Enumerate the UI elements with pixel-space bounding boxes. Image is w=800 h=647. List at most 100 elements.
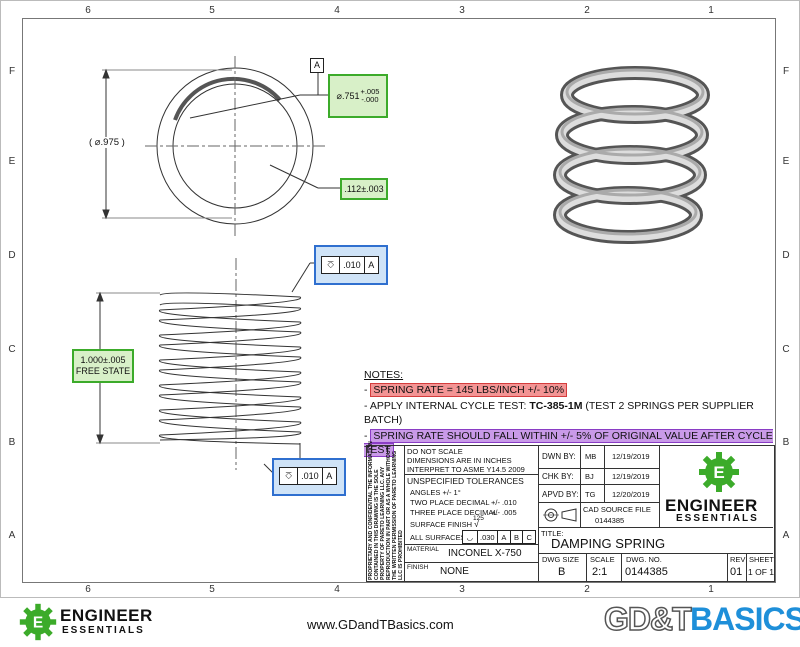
zone-right-d: D: [782, 250, 790, 261]
tb-cad-value: 0144385: [595, 516, 625, 525]
id-diameter-text: ⌀.751: [336, 90, 360, 101]
tb-divider: [538, 484, 659, 485]
zone-bottom-2: 2: [584, 584, 590, 595]
tb-dwg-no-label: DWG. NO.: [626, 555, 662, 564]
notes-block: NOTES: - SPRING RATE = 145 LBS/INCH +/- …: [364, 368, 774, 457]
tb-rev: 01: [730, 566, 743, 578]
tb-divider: [538, 527, 773, 528]
tb-finish-label: FINISH: [407, 564, 429, 571]
tb-do-not-scale: DO NOT SCALE: [407, 447, 463, 456]
tb-dwg-size-label: DWG SIZE: [542, 555, 580, 564]
id-tol-minus: -.000: [361, 95, 379, 104]
fcf-top: ⎏ .010 A: [321, 256, 379, 274]
fcf-bottom: ⎏ .010 A: [279, 467, 337, 485]
tb-all-surf-b: B: [511, 531, 524, 543]
tb-cad-label: CAD SOURCE FILE: [583, 505, 651, 514]
zone-left-a: A: [8, 530, 16, 541]
tb-profile-fcf: ◡ .030 A B C: [462, 530, 536, 544]
drawing-views: [96, 56, 710, 476]
tb-title: DAMPING SPRING: [551, 536, 666, 551]
tb-chk-by-label: CHK BY:: [542, 472, 574, 481]
zone-left-c: C: [8, 344, 16, 355]
tb-two-place: TWO PLACE DECIMAL: [410, 498, 490, 507]
tb-divider: [404, 474, 538, 475]
note-2-pre: APPLY INTERNAL CYCLE TEST:: [369, 400, 527, 412]
tb-all-surf-a: A: [498, 531, 511, 543]
note-1-dash: -: [364, 384, 368, 396]
notes-title: NOTES:: [364, 369, 404, 381]
fcf-bottom-datum: A: [326, 471, 333, 481]
tb-dwn-by-label: DWN BY:: [542, 452, 576, 461]
note-2-dash: -: [364, 400, 368, 412]
fcf-bottom-symbol: ⎏: [280, 468, 299, 484]
third-angle-projection-icon: [543, 508, 577, 522]
tb-dims-in-inches: DIMENSIONS ARE IN INCHES: [407, 456, 512, 465]
tb-divider: [604, 445, 605, 502]
proprietary-notice: PROPRIETARY AND CONFIDENTIAL THE INFORMA…: [368, 441, 404, 580]
footer-brand-gdt: GD&T: [603, 600, 692, 638]
svg-text:E: E: [713, 463, 724, 482]
zone-bottom-6: 6: [85, 584, 91, 595]
tb-apvd-by: TG: [585, 490, 596, 499]
title-block: [366, 445, 775, 582]
zone-right-c: C: [782, 344, 790, 355]
zone-left-f: F: [8, 66, 16, 77]
tb-logo-line1: ENGINEER: [665, 496, 758, 515]
zone-right-a: A: [782, 530, 790, 541]
tb-divider: [659, 445, 660, 527]
tb-sheet: 1 OF 1: [748, 567, 774, 577]
tb-scale: 2:1: [592, 566, 608, 578]
zone-top-2: 2: [584, 5, 590, 16]
footer-url-link[interactable]: www.GDandTBasics.com: [307, 617, 454, 632]
fcf-top-datum: A: [368, 260, 375, 270]
zone-top-6: 6: [85, 5, 91, 16]
note-3: - SPRING RATE SHOULD FALL WITHIN +/- 5% …: [364, 429, 774, 457]
tb-all-surf-c: C: [526, 532, 532, 542]
profile-surface-icon: ◡: [463, 531, 478, 543]
drawing-border: [22, 18, 776, 583]
footer-logo-line2: ESSENTIALS: [62, 625, 145, 636]
wire-dimension-box: .112±.003: [340, 178, 388, 200]
zone-top-3: 3: [459, 5, 465, 16]
id-tol-plus: +.005: [360, 87, 380, 96]
zone-bottom-3: 3: [459, 584, 465, 595]
tb-all-surfaces: ALL SURFACES: [410, 533, 466, 542]
surface-finish-icon: √: [474, 519, 479, 529]
tb-material-label: MATERIAL: [407, 546, 440, 553]
tb-divider: [538, 445, 539, 581]
tb-asme: INTERPRET TO ASME Y14.5 2009: [407, 465, 525, 474]
fcf-bottom-value: .010: [298, 468, 323, 484]
footer-logo-line1: ENGINEER: [60, 606, 153, 625]
tb-surface-finish: SURFACE FINISH: [410, 520, 473, 529]
tb-divider: [538, 502, 659, 503]
length-state: FREE STATE: [75, 366, 131, 376]
zone-bottom-4: 4: [334, 584, 340, 595]
tb-sheet-label: SHEET: [749, 555, 775, 564]
datum-a-box: A: [310, 58, 324, 73]
tb-chk-by: BJ: [585, 472, 594, 481]
tb-finish: NONE: [440, 566, 469, 577]
note-2-bold: TC-385-1M: [529, 400, 583, 412]
tb-logo-line2: ESSENTIALS: [676, 513, 759, 524]
tb-rev-label: REV: [730, 555, 746, 564]
zone-top-5: 5: [209, 5, 215, 16]
tb-divider: [580, 445, 581, 527]
tb-divider: [404, 544, 538, 545]
tb-divider: [538, 468, 659, 469]
engineer-essentials-gear-icon: E: [699, 452, 739, 492]
footer-gear-icon: E: [19, 603, 57, 641]
tb-three-place-val: +/- .005: [491, 508, 517, 517]
zone-right-b: B: [782, 437, 790, 448]
zone-right-e: E: [782, 156, 790, 167]
zone-top-4: 4: [334, 5, 340, 16]
id-dimension-box: ⌀.751 +.005 -.000: [328, 74, 388, 118]
tb-divider: [538, 553, 773, 554]
length-dimension-box: 1.000±.005 FREE STATE: [72, 349, 134, 383]
tb-all-surf-tol: .030: [478, 531, 499, 543]
tb-apvd-by-label: APVD BY:: [542, 490, 579, 499]
tb-divider: [746, 553, 747, 581]
fcf-top-symbol: ⎏: [322, 257, 341, 273]
tb-dwg-no: 0144385: [625, 566, 668, 578]
tb-two-place-val: +/- .010: [491, 498, 517, 507]
note-2: - APPLY INTERNAL CYCLE TEST: TC-385-1M (…: [364, 399, 774, 427]
